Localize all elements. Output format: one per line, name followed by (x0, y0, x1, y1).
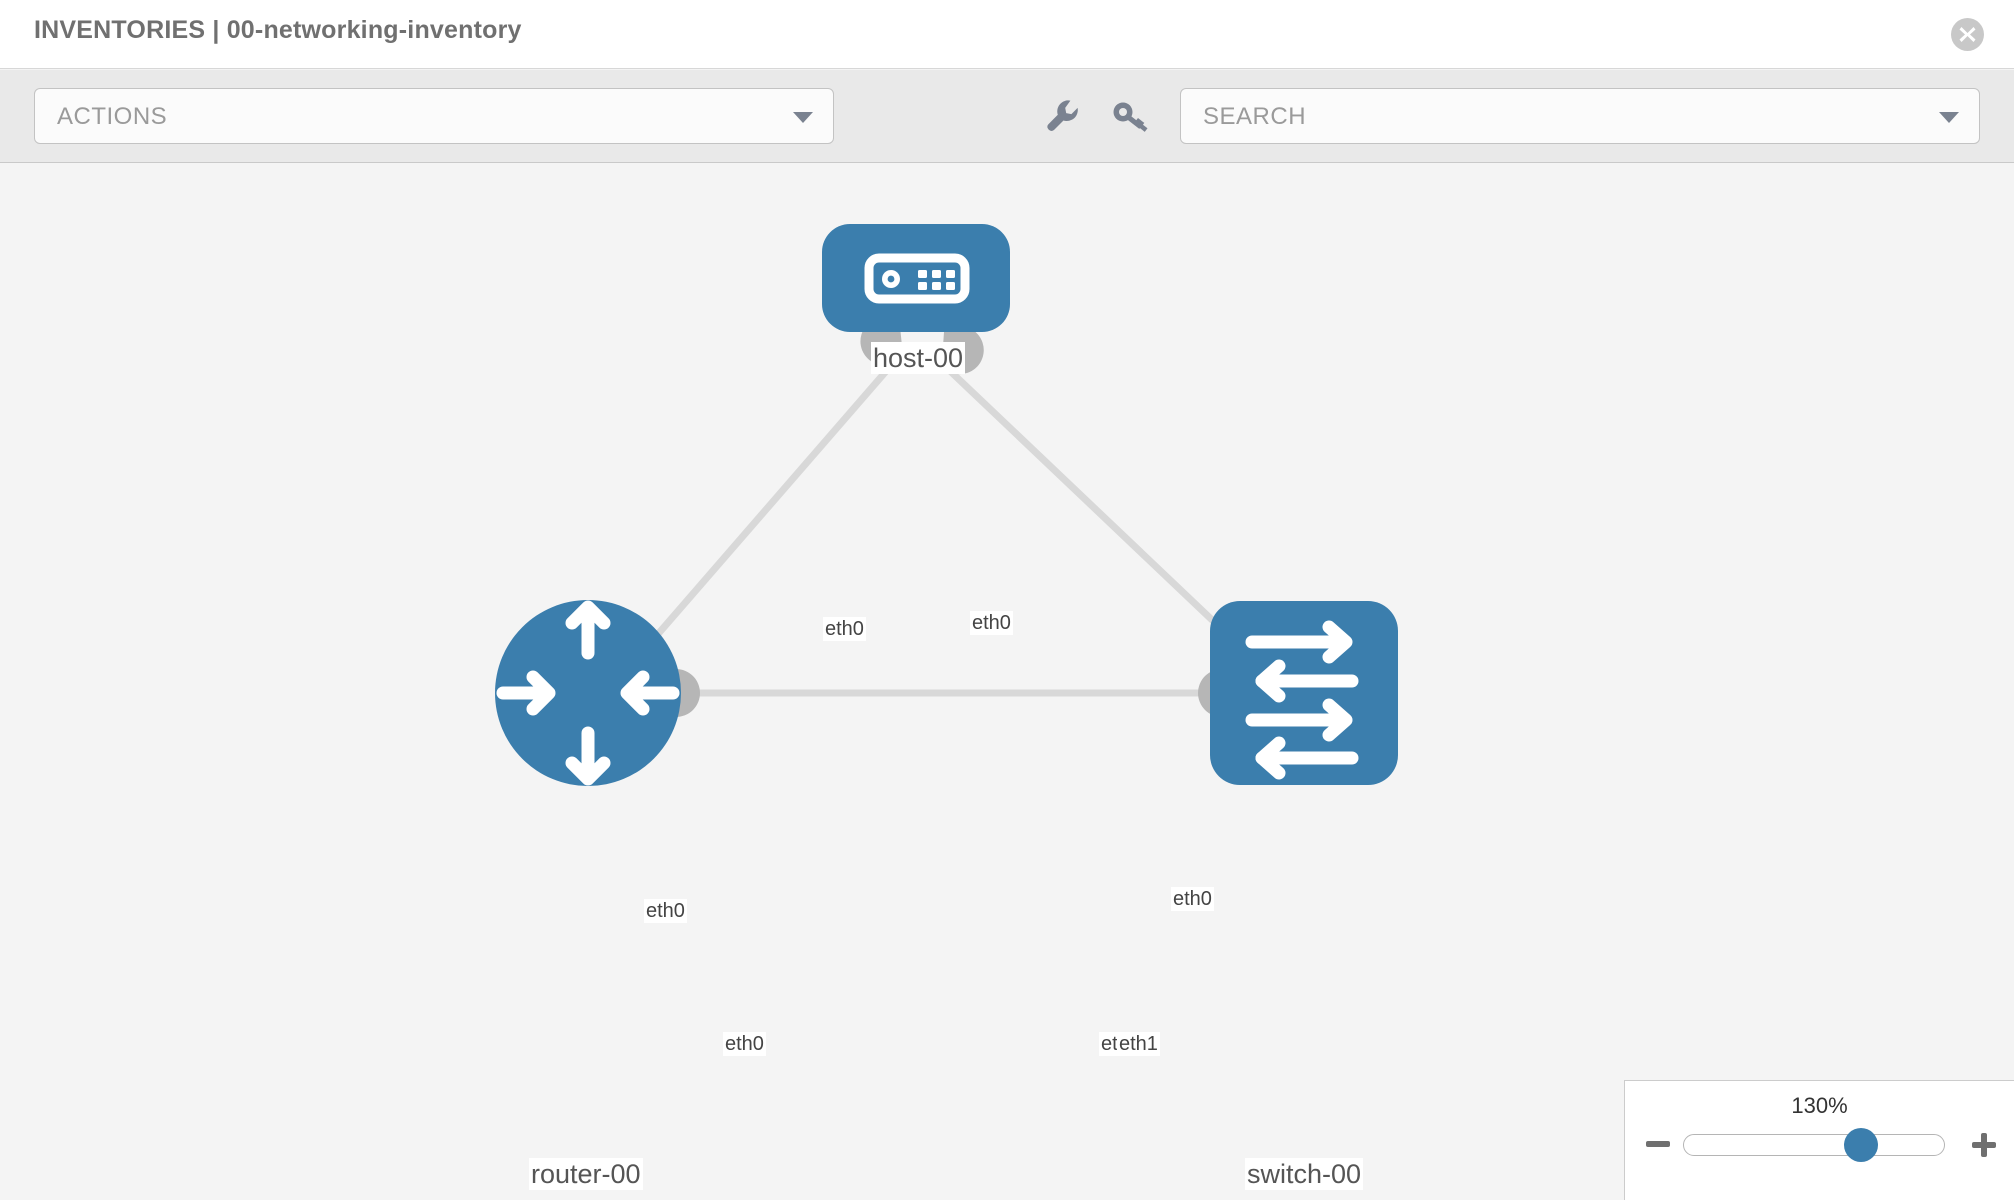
port-router-right (676, 669, 700, 717)
page-title: INVENTORIES | 00-networking-inventory (34, 16, 522, 44)
key-icon[interactable] (1108, 94, 1152, 138)
page-header: INVENTORIES | 00-networking-inventory (0, 0, 2014, 69)
actions-dropdown-label: ACTIONS (57, 103, 168, 130)
zoom-control-panel: 130% (1624, 1080, 2014, 1200)
wrench-icon[interactable] (1040, 94, 1084, 138)
search-placeholder: SEARCH (1203, 103, 1307, 130)
port-label-host-right: eth0 (970, 611, 1013, 635)
topology-canvas[interactable]: host-00 router-00 switch-00 eth0 eth0 et… (0, 164, 2014, 1200)
port-label-switch-left-b: eth1 (1117, 1032, 1160, 1056)
minus-icon[interactable] (1643, 1129, 1673, 1164)
plus-icon[interactable] (1968, 1129, 2000, 1166)
port-label-host-left: eth0 (823, 617, 866, 641)
chevron-down-icon (793, 112, 813, 123)
close-icon[interactable] (1951, 18, 1984, 51)
search-input[interactable]: SEARCH (1180, 88, 1980, 144)
router-arrows-icon (496, 600, 680, 786)
node-switch-00[interactable] (1210, 601, 1398, 785)
slider-thumb[interactable] (1844, 1128, 1878, 1162)
zoom-level-value: 130% (1791, 1093, 1848, 1118)
chevron-down-icon[interactable] (1939, 112, 1959, 123)
node-host-00[interactable] (822, 224, 1010, 332)
node-router-00[interactable] (495, 600, 681, 786)
actions-dropdown[interactable]: ACTIONS (34, 88, 834, 144)
port-label-switch-up: eth0 (1171, 887, 1214, 911)
topology-toolbar: ACTIONS SEARCH (0, 70, 2014, 163)
server-icon (864, 253, 970, 304)
switch-arrows-icon (1245, 620, 1359, 780)
zoom-slider[interactable] (1683, 1128, 1945, 1162)
node-label-host-00: host-00 (871, 342, 966, 374)
port-label-router-right: eth0 (723, 1032, 766, 1056)
topology-edges (603, 366, 1293, 697)
topology-graph (495, 224, 1398, 786)
node-label-router-00: router-00 (529, 1158, 643, 1190)
port-label-router-up: eth0 (644, 899, 687, 923)
node-label-switch-00: switch-00 (1245, 1158, 1364, 1190)
